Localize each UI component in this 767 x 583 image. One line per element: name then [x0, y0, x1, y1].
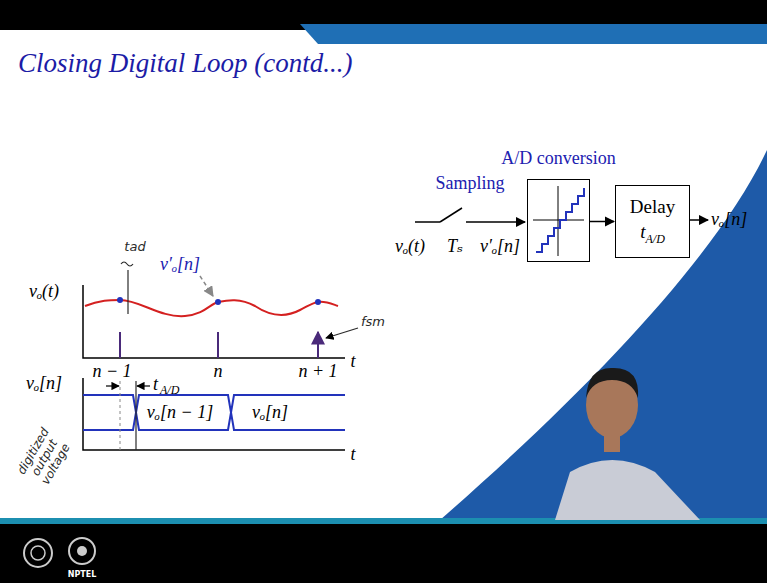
tick-label: n + 1	[298, 362, 337, 382]
handwritten-note: fsm	[361, 315, 385, 329]
adc-box: A/D conversion	[527, 179, 590, 262]
analog-waveform	[85, 300, 338, 316]
axis-label: vₒ[n]	[26, 374, 62, 394]
signal-name: Tₛ	[447, 237, 463, 257]
slide-title: Closing Digital Loop (contd...)	[18, 48, 353, 79]
delay-label: t	[153, 375, 158, 395]
signal-name: v′ₒ[n]	[480, 237, 520, 257]
presenter-hair	[586, 368, 638, 398]
delay-box: Delay tA/D	[615, 185, 690, 258]
delay-label: A/D	[160, 384, 179, 397]
box-line: tA/D	[640, 220, 665, 247]
presenter-shirt	[555, 460, 700, 520]
axis-label: t	[350, 445, 355, 465]
signal-name: vₒ[n]	[711, 210, 747, 230]
sampling-impulses	[120, 332, 318, 358]
handwritten-note: digitized output voltage	[12, 421, 77, 494]
level-label: vₒ[n − 1]	[147, 403, 213, 423]
digital-level	[83, 395, 345, 430]
axis-label: vₒ(t)	[29, 282, 59, 302]
stage-label: Sampling	[435, 174, 504, 194]
logo-emblem	[69, 538, 95, 564]
logo-text: NPTEL	[68, 571, 97, 580]
sample-dot	[215, 299, 221, 305]
corner-swoosh	[440, 150, 767, 520]
top-band	[300, 24, 767, 44]
digital-level	[83, 395, 345, 430]
box-heading: A/D conversion	[501, 149, 615, 169]
handwritten-arrow	[326, 328, 358, 338]
box-line: Delay	[630, 195, 675, 220]
delay-arrow	[106, 385, 119, 386]
signal-wire	[415, 221, 440, 223]
sampling-switch	[440, 208, 462, 222]
box-text: Delay	[630, 196, 675, 217]
signal-arrow	[466, 221, 525, 223]
plot-axes	[83, 285, 345, 358]
handwritten-mark	[135, 381, 136, 450]
leader-arrow	[200, 276, 213, 296]
level-label: vₒ[n]	[252, 403, 288, 423]
logo-emblem	[31, 546, 45, 560]
footer-bar	[0, 524, 767, 583]
adc-staircase	[536, 188, 584, 252]
tick-label: n − 1	[92, 362, 131, 382]
handwritten-note: tad	[124, 240, 145, 254]
handwritten-tilde	[121, 262, 133, 266]
handwritten-mark	[127, 270, 128, 314]
box-text: t	[640, 221, 645, 242]
output-arrow	[690, 219, 708, 221]
plot-axes	[83, 378, 345, 450]
signal-name: v′ₒ[n]	[160, 255, 200, 275]
dashed-guide	[120, 381, 121, 450]
adc-axes	[533, 186, 584, 256]
axis-label: t	[350, 352, 355, 372]
logo-emblem	[24, 539, 52, 567]
presenter-neck	[604, 436, 620, 452]
box-content: Delay tA/D	[630, 195, 675, 247]
box-text: A/D	[645, 232, 664, 246]
sample-dot	[117, 297, 123, 303]
sample-dot	[315, 299, 321, 305]
signal-connector	[590, 221, 614, 223]
tick-label: n	[214, 362, 223, 382]
signal-name: vₒ(t)	[395, 237, 425, 257]
delay-arrow	[137, 385, 150, 386]
logo-emblem	[77, 546, 87, 556]
